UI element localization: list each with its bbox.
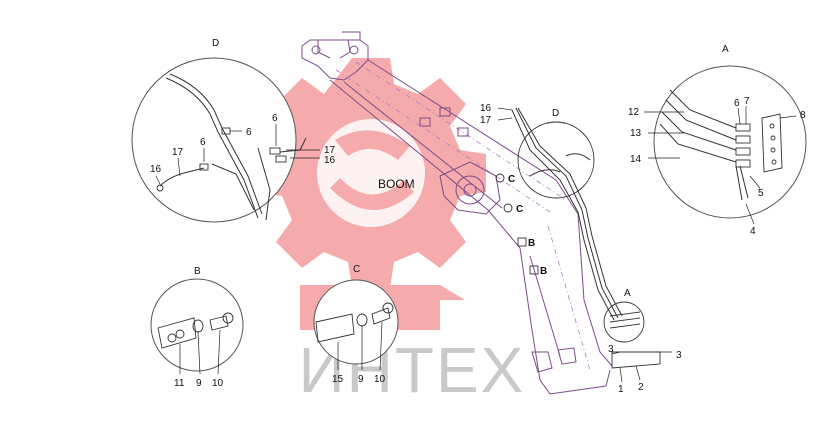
svg-text:D: D	[552, 108, 559, 119]
boom-marker-b-upper: B	[517, 237, 535, 249]
detail-d-callout-6a: 6	[246, 127, 252, 138]
detail-a-callout-8: 8	[800, 110, 806, 121]
base-plate: 3 3 1 2	[608, 344, 682, 395]
detail-a-callout-4: 4	[750, 226, 756, 237]
svg-text:A: A	[624, 288, 631, 299]
boom-label: BOOM	[378, 177, 415, 191]
detail-d-callout-16a: 16	[150, 164, 162, 175]
callout-main-16: 16	[480, 103, 492, 114]
detail-a-callout-7: 7	[744, 96, 750, 107]
detail-d-callout-6c: 6	[272, 113, 278, 124]
detail-b-callout-10: 10	[212, 378, 224, 389]
svg-text:C: C	[516, 204, 523, 215]
detail-a-callout-6: 6	[734, 98, 740, 109]
detail-c: C 15 9 10	[313, 264, 399, 385]
detail-d-callout-17b: 17	[324, 145, 336, 156]
detail-b-callout-9: 9	[196, 378, 202, 389]
boom-marker-b-lower: B	[529, 265, 547, 277]
callout-main-1: 1	[618, 384, 624, 395]
detail-a-callout-5: 5	[758, 188, 764, 199]
svg-text:B: B	[540, 266, 547, 277]
detail-d-callout-16b: 16	[324, 155, 336, 166]
detail-d: D 6 6 6 17 16 17 16	[131, 38, 336, 223]
detail-d-callout-17a: 17	[172, 147, 184, 158]
boom-hose-run: 16 17	[480, 103, 623, 321]
detail-a-callout-13: 13	[630, 128, 642, 139]
svg-text:B: B	[528, 238, 535, 249]
detail-b-callout-11: 11	[174, 378, 185, 389]
detail-c-callout-15: 15	[332, 374, 344, 385]
boom-marker-c-lower: C	[503, 203, 523, 215]
detail-a-callout-12: 12	[628, 107, 640, 118]
detail-a-callout-14: 14	[630, 154, 642, 165]
callout-main-2: 2	[638, 382, 644, 393]
boom-assembly	[301, 31, 613, 395]
detail-d-title: D	[212, 38, 219, 49]
detail-a-fittings	[735, 123, 751, 168]
callout-main-17: 17	[480, 115, 492, 126]
svg-text:C: C	[508, 174, 515, 185]
detail-a: A 12 13 14 6 7 8 5	[628, 44, 807, 237]
boom-marker-c-upper: C	[495, 173, 515, 185]
boom-detail-a-ring: A	[603, 288, 645, 343]
detail-b-title: B	[194, 266, 201, 277]
callout-main-3b: 3	[676, 350, 682, 361]
callout-main-3a: 3	[608, 344, 614, 355]
detail-a-title: A	[722, 44, 729, 55]
detail-c-title: C	[353, 264, 360, 275]
detail-b: B 11 9 10	[150, 266, 244, 389]
detail-d-callout-6b: 6	[200, 137, 206, 148]
detail-c-callout-9: 9	[358, 374, 364, 385]
boom-detail-d-ring: D	[517, 108, 595, 199]
detail-c-callout-10: 10	[374, 374, 386, 385]
